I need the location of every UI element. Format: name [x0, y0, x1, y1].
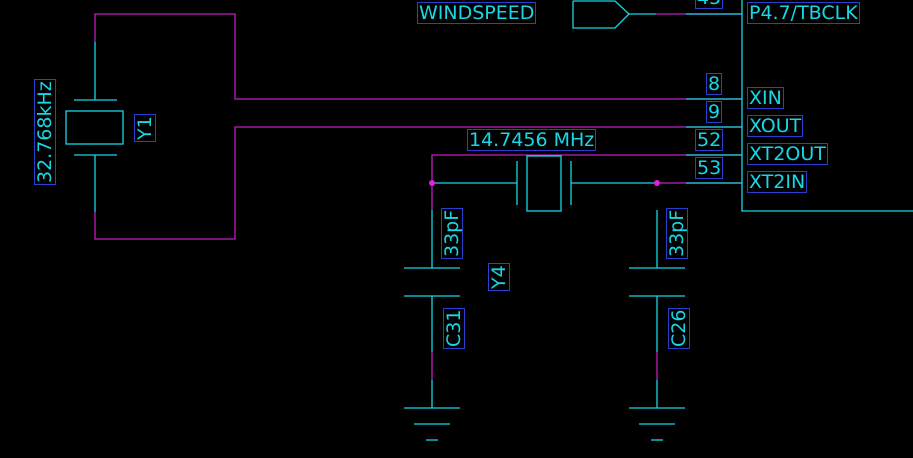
pin-name: XIN [747, 87, 784, 109]
wire-group [94, 13, 742, 380]
component-group [65, 0, 913, 441]
pin-name: XT2IN [746, 171, 808, 193]
y4-ref-label: Y4 [488, 263, 510, 292]
y1-body [65, 110, 124, 145]
c26-value-label: 33pF [666, 206, 688, 261]
c26-ref-label: C26 [668, 306, 690, 350]
pin-number: 8 [705, 73, 723, 95]
c31-value-label: 33pF [441, 206, 463, 261]
pin-name: P4.7/TBCLK [747, 2, 860, 24]
net-label-windspeed: WINDSPEED [416, 2, 537, 24]
junction-dot-left [429, 180, 435, 186]
wire-y1-bottom-xout [94, 126, 742, 240]
pin-number: 9 [705, 101, 723, 123]
y4-value-label: 14.7456 MHz [466, 129, 597, 151]
pin-name: XT2OUT [747, 143, 828, 165]
chip-outline [741, 0, 913, 212]
pin-name: XOUT [746, 115, 804, 137]
y1-ref-label: Y1 [134, 114, 156, 143]
y1-value-label: 32.768kHz [34, 75, 56, 190]
junction-dot-right [654, 180, 660, 186]
pin-number: 52 [694, 129, 724, 151]
wire-y1-top-xin [94, 13, 742, 100]
y4-body [526, 155, 562, 212]
wire-xt2out [431, 154, 742, 210]
c31-ref-label: C31 [443, 306, 465, 350]
net-connector-shape [572, 0, 630, 29]
pin-number: 53 [694, 157, 724, 179]
pin-number: 45 [694, 0, 724, 9]
